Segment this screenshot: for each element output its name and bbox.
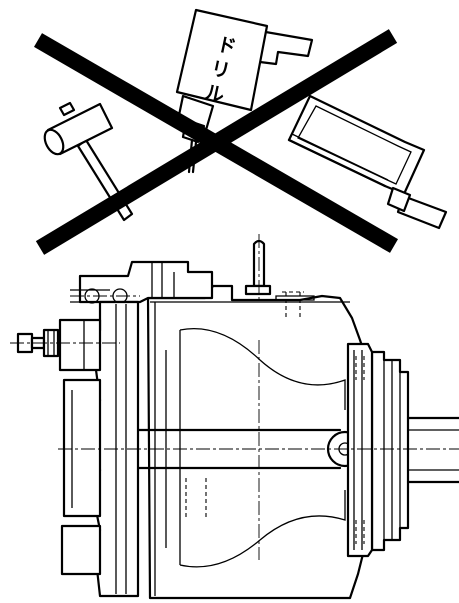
pump-top-block — [70, 260, 214, 304]
vent-plug — [244, 234, 272, 300]
drill-label-2: リ — [209, 57, 232, 82]
prohibition-cross-icon — [33, 29, 399, 255]
hacksaw-icon — [287, 94, 448, 230]
drill-label-3: ル — [203, 81, 226, 106]
hydraulic-pump-drawing — [10, 234, 459, 600]
pump-shaft — [370, 350, 459, 552]
drill-label-1: ド — [215, 33, 238, 58]
pump-main-body — [68, 284, 374, 600]
adjusting-screw — [10, 328, 120, 358]
